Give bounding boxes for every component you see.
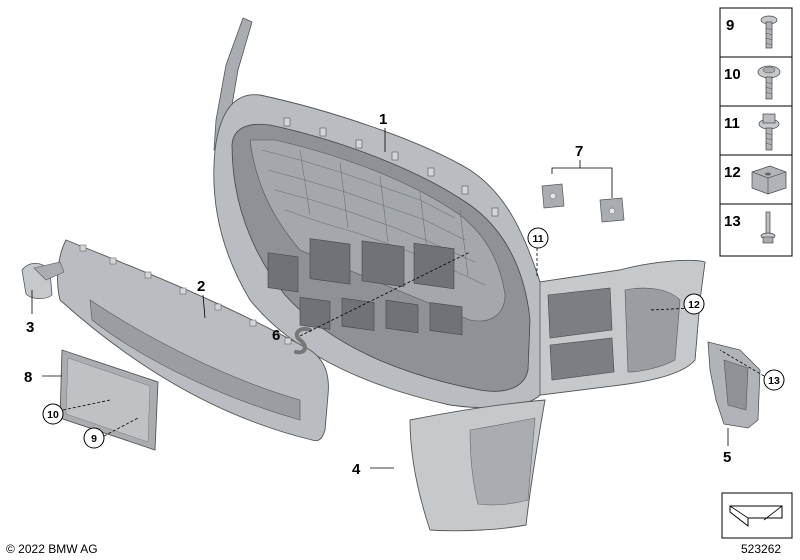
callout-5: 5 bbox=[723, 449, 731, 466]
leader-lines bbox=[31, 128, 765, 469]
circled-callout-11: 11 bbox=[527, 227, 549, 249]
diagram-number: 523262 bbox=[741, 542, 781, 556]
svg-text:9: 9 bbox=[91, 433, 97, 445]
lower-trim-strip bbox=[57, 239, 329, 442]
svg-text:13: 13 bbox=[768, 375, 780, 387]
callout-3: 3 bbox=[26, 319, 34, 336]
mounting-brackets bbox=[541, 183, 625, 223]
clip-nut-icon bbox=[751, 165, 787, 195]
screw-icon bbox=[760, 15, 778, 49]
circled-callout-9: 9 bbox=[83, 427, 105, 449]
callout-7: 7 bbox=[575, 143, 583, 160]
circled-callout-10: 10 bbox=[42, 403, 64, 425]
legend-number-13: 13 bbox=[724, 213, 741, 230]
corner-trim bbox=[409, 399, 546, 532]
collar-screw-icon bbox=[757, 65, 781, 100]
direction-arrow-icon bbox=[729, 505, 783, 528]
svg-text:12: 12 bbox=[688, 299, 700, 311]
end-cap bbox=[21, 261, 65, 300]
callout-4: 4 bbox=[352, 461, 361, 478]
legend-number-11: 11 bbox=[724, 115, 740, 132]
legend-row-11: 11 bbox=[724, 113, 780, 151]
svg-text:10: 10 bbox=[47, 409, 59, 421]
callout-8: 8 bbox=[24, 369, 32, 386]
legend-row-12: 12 bbox=[724, 164, 787, 195]
callout-1: 1 bbox=[379, 111, 387, 128]
legend-number-10: 10 bbox=[724, 66, 741, 83]
legend-row-9: 9 bbox=[726, 15, 778, 49]
legend-number-9: 9 bbox=[726, 17, 734, 34]
circled-callout-13: 13 bbox=[763, 369, 785, 391]
legend-number-12: 12 bbox=[724, 164, 741, 181]
callout-2: 2 bbox=[197, 278, 205, 295]
legend-row-10: 10 bbox=[724, 65, 781, 100]
svg-text:11: 11 bbox=[532, 233, 543, 245]
legend-row-13: 13 bbox=[724, 211, 776, 244]
side-bracket bbox=[707, 341, 761, 429]
callout-6: 6 bbox=[272, 327, 280, 344]
s-badge bbox=[294, 327, 312, 355]
orientation-arrow-box bbox=[721, 492, 793, 539]
circled-callout-12: 12 bbox=[683, 293, 705, 315]
expanding-rivet-icon bbox=[760, 211, 776, 244]
hardware-legend: 9 10 11 bbox=[719, 7, 793, 257]
flange-screw-icon bbox=[758, 113, 780, 151]
copyright-text: © 2022 BMW AG bbox=[6, 542, 98, 556]
